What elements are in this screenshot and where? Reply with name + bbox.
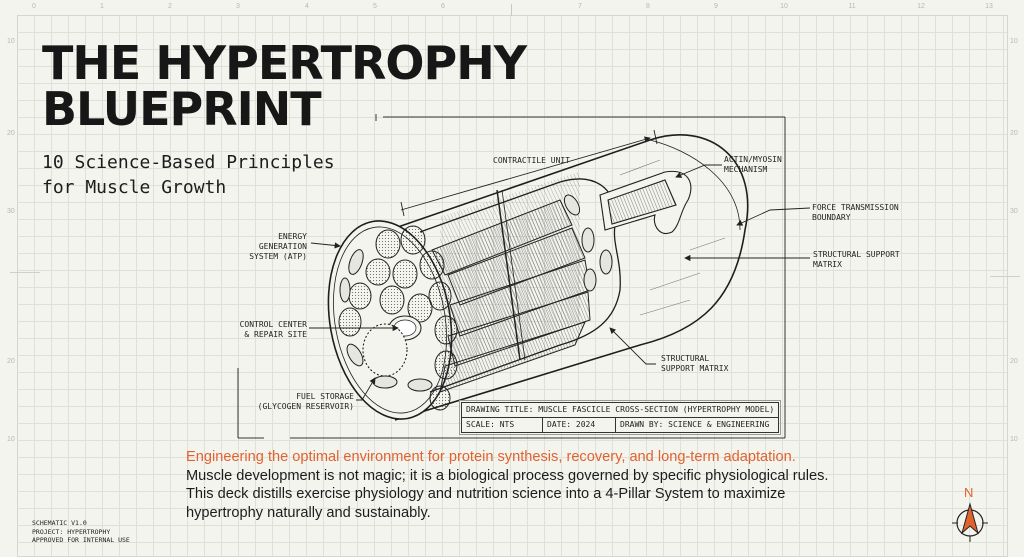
- ruler-tick-label: 20: [7, 130, 15, 137]
- ruler-tick-label: 0: [32, 3, 36, 10]
- center-mark-left: [10, 272, 40, 273]
- ruler-tick-label: 4: [305, 3, 309, 10]
- ruler-tick-label: 2: [168, 3, 172, 10]
- label-line: & REPAIR SITE: [244, 330, 307, 339]
- label-line: MECHANISM: [724, 165, 768, 174]
- ruler-tick-label: 10: [1010, 38, 1018, 45]
- ruler-tick-label: 20: [7, 358, 15, 365]
- label-line: FUEL STORAGE: [296, 392, 354, 401]
- ruler-tick-label: 20: [1010, 130, 1018, 137]
- compass-rose-icon: [952, 502, 988, 542]
- label-energy-generation: ENERGY GENERATION SYSTEM (ATP): [245, 232, 307, 262]
- compass-north-label: N: [964, 485, 974, 500]
- drawing-scale: SCALE: NTS: [466, 420, 515, 429]
- label-line: STRUCTURAL: [661, 354, 710, 363]
- ruler-tick-label: 10: [7, 38, 15, 45]
- drawing-date: DATE: 2024: [542, 418, 615, 432]
- label-actin-myosin: ACTIN/MYOSIN MECHANISM: [724, 155, 782, 175]
- ruler-tick-label: 8: [646, 3, 650, 10]
- ruler-tick-label: 30: [1010, 208, 1018, 215]
- drawing-title-block: DRAWING TITLE: MUSCLE FASCICLE CROSS-SEC…: [459, 400, 781, 435]
- ruler-tick-label: 10: [780, 3, 788, 10]
- ruler-tick-label: 9: [714, 3, 718, 10]
- ruler-tick-label: 30: [7, 208, 15, 215]
- label-line: BOUNDARY: [812, 213, 851, 222]
- subtitle-line-1: 10 Science-Based Principles: [42, 152, 335, 173]
- label-line: SYSTEM (ATP): [249, 252, 307, 261]
- ruler-tick-label: 7: [578, 3, 582, 10]
- label-structural-support-right: STRUCTURAL SUPPORT MATRIX: [813, 250, 900, 270]
- ruler-tick-label: 10: [7, 436, 15, 443]
- drawing-frame: [237, 114, 786, 439]
- page-subtitle: 10 Science-Based Principles for Muscle G…: [42, 150, 335, 200]
- schematic-version: SCHEMATIC V1.0: [32, 519, 87, 527]
- center-mark-top: [511, 4, 512, 16]
- label-line: FORCE TRANSMISSION: [812, 203, 899, 212]
- label-line: ACTIN/MYOSIN: [724, 155, 782, 164]
- label-line: CONTROL CENTER: [239, 320, 307, 329]
- label-fuel-storage: FUEL STORAGE (GLYCOGEN RESERVOIR): [250, 392, 354, 412]
- ruler-tick-label: 11: [848, 3, 856, 10]
- subtitle-line-2: for Muscle Growth: [42, 177, 227, 198]
- label-force-transmission: FORCE TRANSMISSION BOUNDARY: [812, 203, 899, 223]
- description: Engineering the optimal environment for …: [186, 448, 836, 522]
- ruler-tick-label: 10: [1010, 436, 1018, 443]
- label-line: MATRIX: [813, 260, 842, 269]
- drawing-author: DRAWN BY: SCIENCE & ENGINEERING: [615, 418, 773, 432]
- ruler-tick-label: 3: [236, 3, 240, 10]
- title-line-1: THE HYPERTROPHY: [42, 36, 527, 90]
- ruler-tick-label: 13: [985, 3, 993, 10]
- ruler-tick-label: 6: [441, 3, 445, 10]
- drawing-title: DRAWING TITLE: MUSCLE FASCICLE CROSS-SEC…: [466, 405, 775, 414]
- ruler-tick-label: 5: [373, 3, 377, 10]
- schematic-approval: APPROVED FOR INTERNAL USE: [32, 536, 130, 544]
- title-line-2: BLUEPRINT: [42, 82, 322, 136]
- tagline: Engineering the optimal environment for …: [186, 449, 796, 465]
- label-line: ENERGY: [278, 232, 307, 241]
- compass-icon: N: [950, 485, 992, 547]
- label-line: SUPPORT MATRIX: [661, 364, 729, 373]
- page-title: THE HYPERTROPHY BLUEPRINT: [42, 36, 527, 136]
- label-line: GENERATION: [258, 242, 307, 251]
- title-block-row: SCALE: NTS DATE: 2024 DRAWN BY: SCIENCE …: [462, 418, 778, 432]
- schematic-project: PROJECT: HYPERTROPHY: [32, 527, 111, 536]
- schematic-meta: SCHEMATIC V1.0 PROJECT: HYPERTROPHY APPR…: [32, 519, 130, 545]
- ruler-top: 0 1 2 3 4 5 6 7 8 9 10 11 12 13: [0, 3, 1024, 15]
- label-structural-support-bottom: STRUCTURAL SUPPORT MATRIX: [661, 354, 728, 374]
- ruler-tick-label: 1: [100, 3, 104, 10]
- label-line: (GLYCOGEN RESERVOIR): [257, 402, 354, 411]
- center-mark-right: [990, 276, 1020, 277]
- label-contractile-unit: CONTRACTILE UNIT: [493, 156, 571, 165]
- title-block-row: DRAWING TITLE: MUSCLE FASCICLE CROSS-SEC…: [462, 403, 778, 418]
- label-control-center: CONTROL CENTER & REPAIR SITE: [232, 320, 307, 340]
- ruler-tick-label: 20: [1010, 358, 1018, 365]
- label-line: STRUCTURAL SUPPORT: [813, 250, 900, 259]
- ruler-tick-label: 12: [917, 3, 925, 10]
- description-body: Muscle development is not magic; it is a…: [186, 467, 829, 521]
